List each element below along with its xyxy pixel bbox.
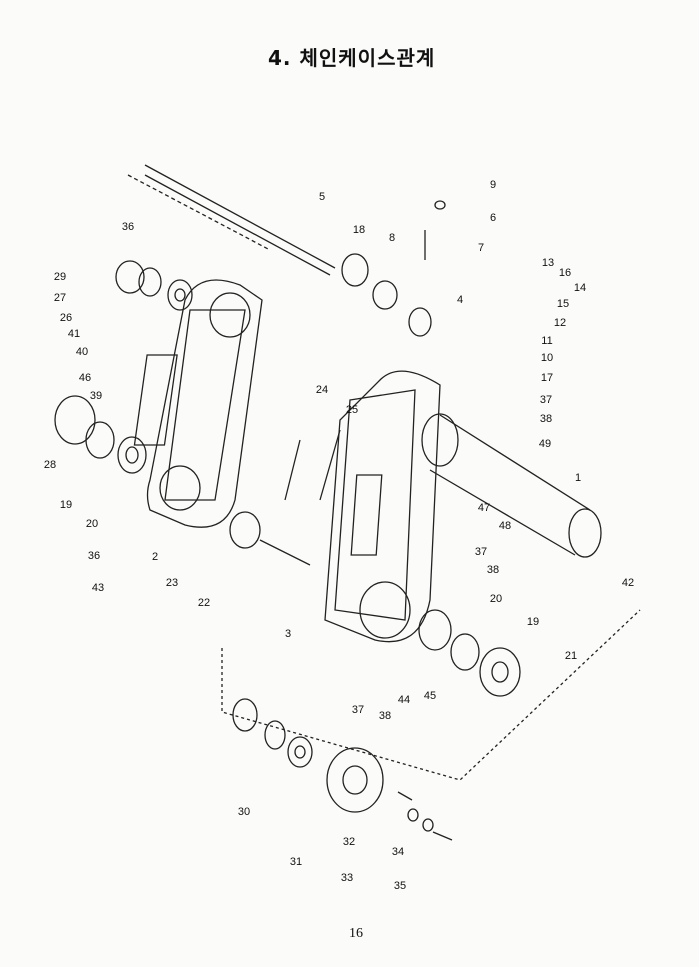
callout: 19 (526, 616, 540, 628)
callout: 13 (541, 257, 555, 269)
callout: 33 (340, 872, 354, 884)
callout: 47 (477, 502, 491, 514)
callout: 16 (558, 267, 572, 279)
callout: 18 (352, 224, 366, 236)
page-number: 16 (349, 926, 363, 941)
callout: 39 (89, 390, 103, 402)
callout: 14 (573, 282, 587, 294)
callout: 34 (391, 846, 405, 858)
callout: 48 (498, 520, 512, 532)
callout: 31 (289, 856, 303, 868)
callout: 19 (59, 499, 73, 511)
callout: 9 (489, 179, 497, 191)
callout: 40 (75, 346, 89, 358)
callout: 23 (165, 577, 179, 589)
callout: 29 (53, 271, 67, 283)
callout: 38 (486, 564, 500, 576)
callout: 3 (284, 628, 292, 640)
callout: 17 (540, 372, 554, 384)
callout: 20 (489, 593, 503, 605)
callout: 5 (318, 191, 326, 203)
callout: 1 (574, 472, 582, 484)
callout: 49 (538, 438, 552, 450)
callout: 37 (474, 546, 488, 558)
callout: 4 (456, 294, 464, 306)
callout: 21 (564, 650, 578, 662)
callout: 15 (556, 298, 570, 310)
tube-part (421, 413, 602, 558)
callout: 43 (91, 582, 105, 594)
callout: 7 (477, 242, 485, 254)
left-bearings (54, 260, 193, 474)
callout: 25 (345, 404, 359, 416)
page-title: 4. 체인케이스관계 (268, 46, 436, 70)
callout: 8 (388, 232, 396, 244)
left-chain-case (133, 279, 263, 528)
callout: 10 (540, 352, 554, 364)
callout: 38 (539, 413, 553, 425)
callout: 6 (489, 212, 497, 224)
callout: 26 (59, 312, 73, 324)
callout: 24 (315, 384, 329, 396)
callout: 46 (78, 372, 92, 384)
callout: 27 (53, 292, 67, 304)
callout: 32 (342, 836, 356, 848)
callout: 20 (85, 518, 99, 530)
callout: 2 (151, 551, 159, 563)
right-chain-case (324, 370, 441, 643)
callout: 22 (197, 597, 211, 609)
shaft-part (127, 164, 336, 276)
callout: 45 (423, 690, 437, 702)
callout: 30 (237, 806, 251, 818)
callout: 41 (67, 328, 81, 340)
callout: 44 (397, 694, 411, 706)
callout: 37 (539, 394, 553, 406)
callout: 36 (121, 221, 135, 233)
callout: 37 (351, 704, 365, 716)
callout: 11 (541, 335, 553, 347)
callout: 35 (393, 880, 407, 892)
callout: 28 (43, 459, 57, 471)
bottom-pulley-parts (221, 609, 641, 841)
callout: 36 (87, 550, 101, 562)
callout: 38 (378, 710, 392, 722)
right-bearings (229, 200, 521, 697)
callout: 42 (621, 577, 635, 589)
callout: 12 (553, 317, 567, 329)
